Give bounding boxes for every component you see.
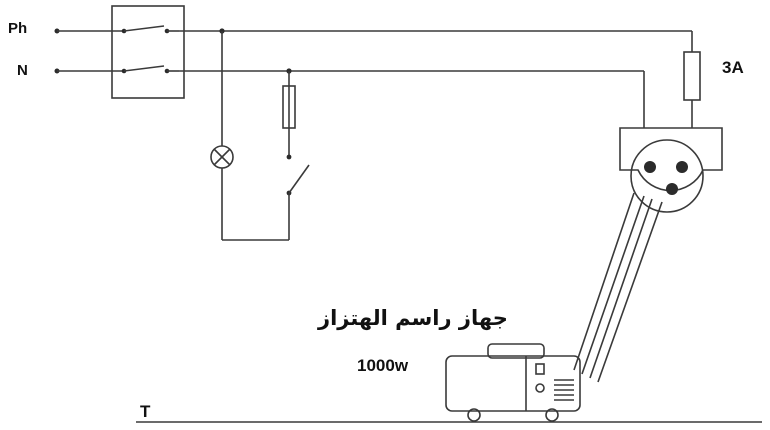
socket-pin-left: [644, 161, 656, 173]
oscilloscope-device: [445, 343, 581, 422]
phase-line: [57, 30, 693, 128]
fuse-switch-branch: [282, 68, 310, 240]
lamp-symbol: [210, 145, 234, 169]
socket-face: [630, 139, 704, 213]
branch-fuse-symbol: [282, 85, 296, 129]
branch-switch-symbol: [286, 154, 310, 196]
socket-pin-right: [676, 161, 688, 173]
socket-pin-earth: [666, 183, 678, 195]
lamp-branch: [210, 28, 289, 241]
ground-label: T: [140, 402, 151, 421]
device-name-label: جهاز راسم الهتزاز: [318, 306, 508, 330]
device-power-label: 1000w: [357, 356, 409, 375]
socket-fuse-symbol: [683, 51, 701, 101]
phase-label: Ph: [8, 20, 28, 37]
neutral-line: [57, 70, 645, 128]
neutral-label: N: [17, 62, 28, 79]
main-switch: [111, 5, 185, 99]
fuse-rating-label: 3A: [722, 58, 744, 77]
device-cable: [573, 192, 663, 383]
